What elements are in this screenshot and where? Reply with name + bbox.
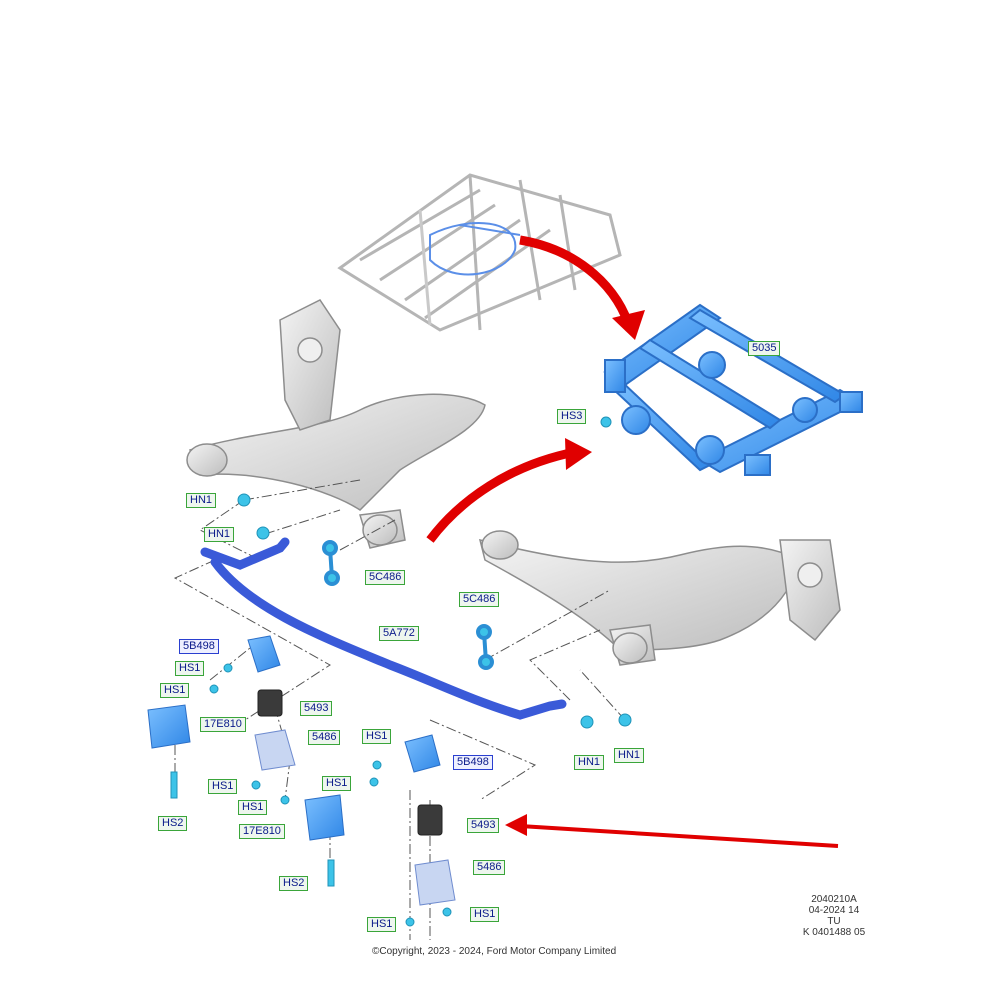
copyright-notice: ©Copyright, 2023 - 2024, Ford Motor Comp… xyxy=(372,946,617,957)
stabilizer-links-5C486 xyxy=(322,540,494,670)
vehicle-frame-context xyxy=(337,173,622,332)
callout-5b498-a: 5B498 xyxy=(179,639,219,654)
right-control-arm xyxy=(478,530,841,666)
callout-hs1-f: HS1 xyxy=(238,800,268,815)
callout-17e810-b: 17E810 xyxy=(239,824,285,839)
callout-hs1-d: HS1 xyxy=(322,776,352,791)
red-direction-arrows xyxy=(426,235,839,848)
footer-reference-code: K 0401488 05 xyxy=(802,927,866,938)
footer-region-code: TU xyxy=(827,916,841,927)
mounting-brackets xyxy=(247,635,441,773)
stabilizer-bar-5A772 xyxy=(200,537,567,720)
callout-5486-b: 5486 xyxy=(473,860,506,875)
fasteners xyxy=(170,416,632,927)
callout-hn1-c: HN1 xyxy=(574,755,605,770)
callout-5b498-b: 5B498 xyxy=(453,755,493,770)
callout-hn1-d: HN1 xyxy=(614,748,645,763)
callout-hs3: HS3 xyxy=(557,409,587,424)
callout-5486-a: 5486 xyxy=(308,730,341,745)
callout-hs1-g: HS1 xyxy=(470,907,500,922)
callout-hs1-a: HS1 xyxy=(175,661,205,676)
callout-hs1-e: HS1 xyxy=(208,779,238,794)
footer-figure-code: 2040210A xyxy=(811,894,857,905)
callout-hs1-b: HS1 xyxy=(160,683,190,698)
callout-5a772: 5A772 xyxy=(379,626,419,641)
callout-hs2-b: HS2 xyxy=(279,876,309,891)
callout-5c486-a: 5C486 xyxy=(365,570,406,585)
callout-5493-a: 5493 xyxy=(300,701,333,716)
callout-hs1-h: HS1 xyxy=(367,917,397,932)
footer-id-block: 2040210A 04-2024 14 TU K 0401488 05 xyxy=(790,894,878,938)
callout-5035: 5035 xyxy=(748,341,781,356)
footer-date-code: 04-2024 14 xyxy=(808,905,860,916)
callout-hn1-b: HN1 xyxy=(204,527,235,542)
callout-hs2-a: HS2 xyxy=(158,816,188,831)
callout-5493-b: 5493 xyxy=(467,818,500,833)
assembly-leader-lines xyxy=(173,479,626,940)
insulator-bushings-5493 xyxy=(257,689,443,836)
clamps-5486 xyxy=(254,729,456,906)
left-control-arm xyxy=(186,299,486,549)
callout-hn1-a: HN1 xyxy=(186,493,217,508)
callout-hs1-c: HS1 xyxy=(362,729,392,744)
shields-17E810 xyxy=(147,704,345,841)
callout-5c486-b: 5C486 xyxy=(459,592,500,607)
callout-17e810-a: 17E810 xyxy=(200,717,246,732)
subframe-5035 xyxy=(603,303,863,476)
